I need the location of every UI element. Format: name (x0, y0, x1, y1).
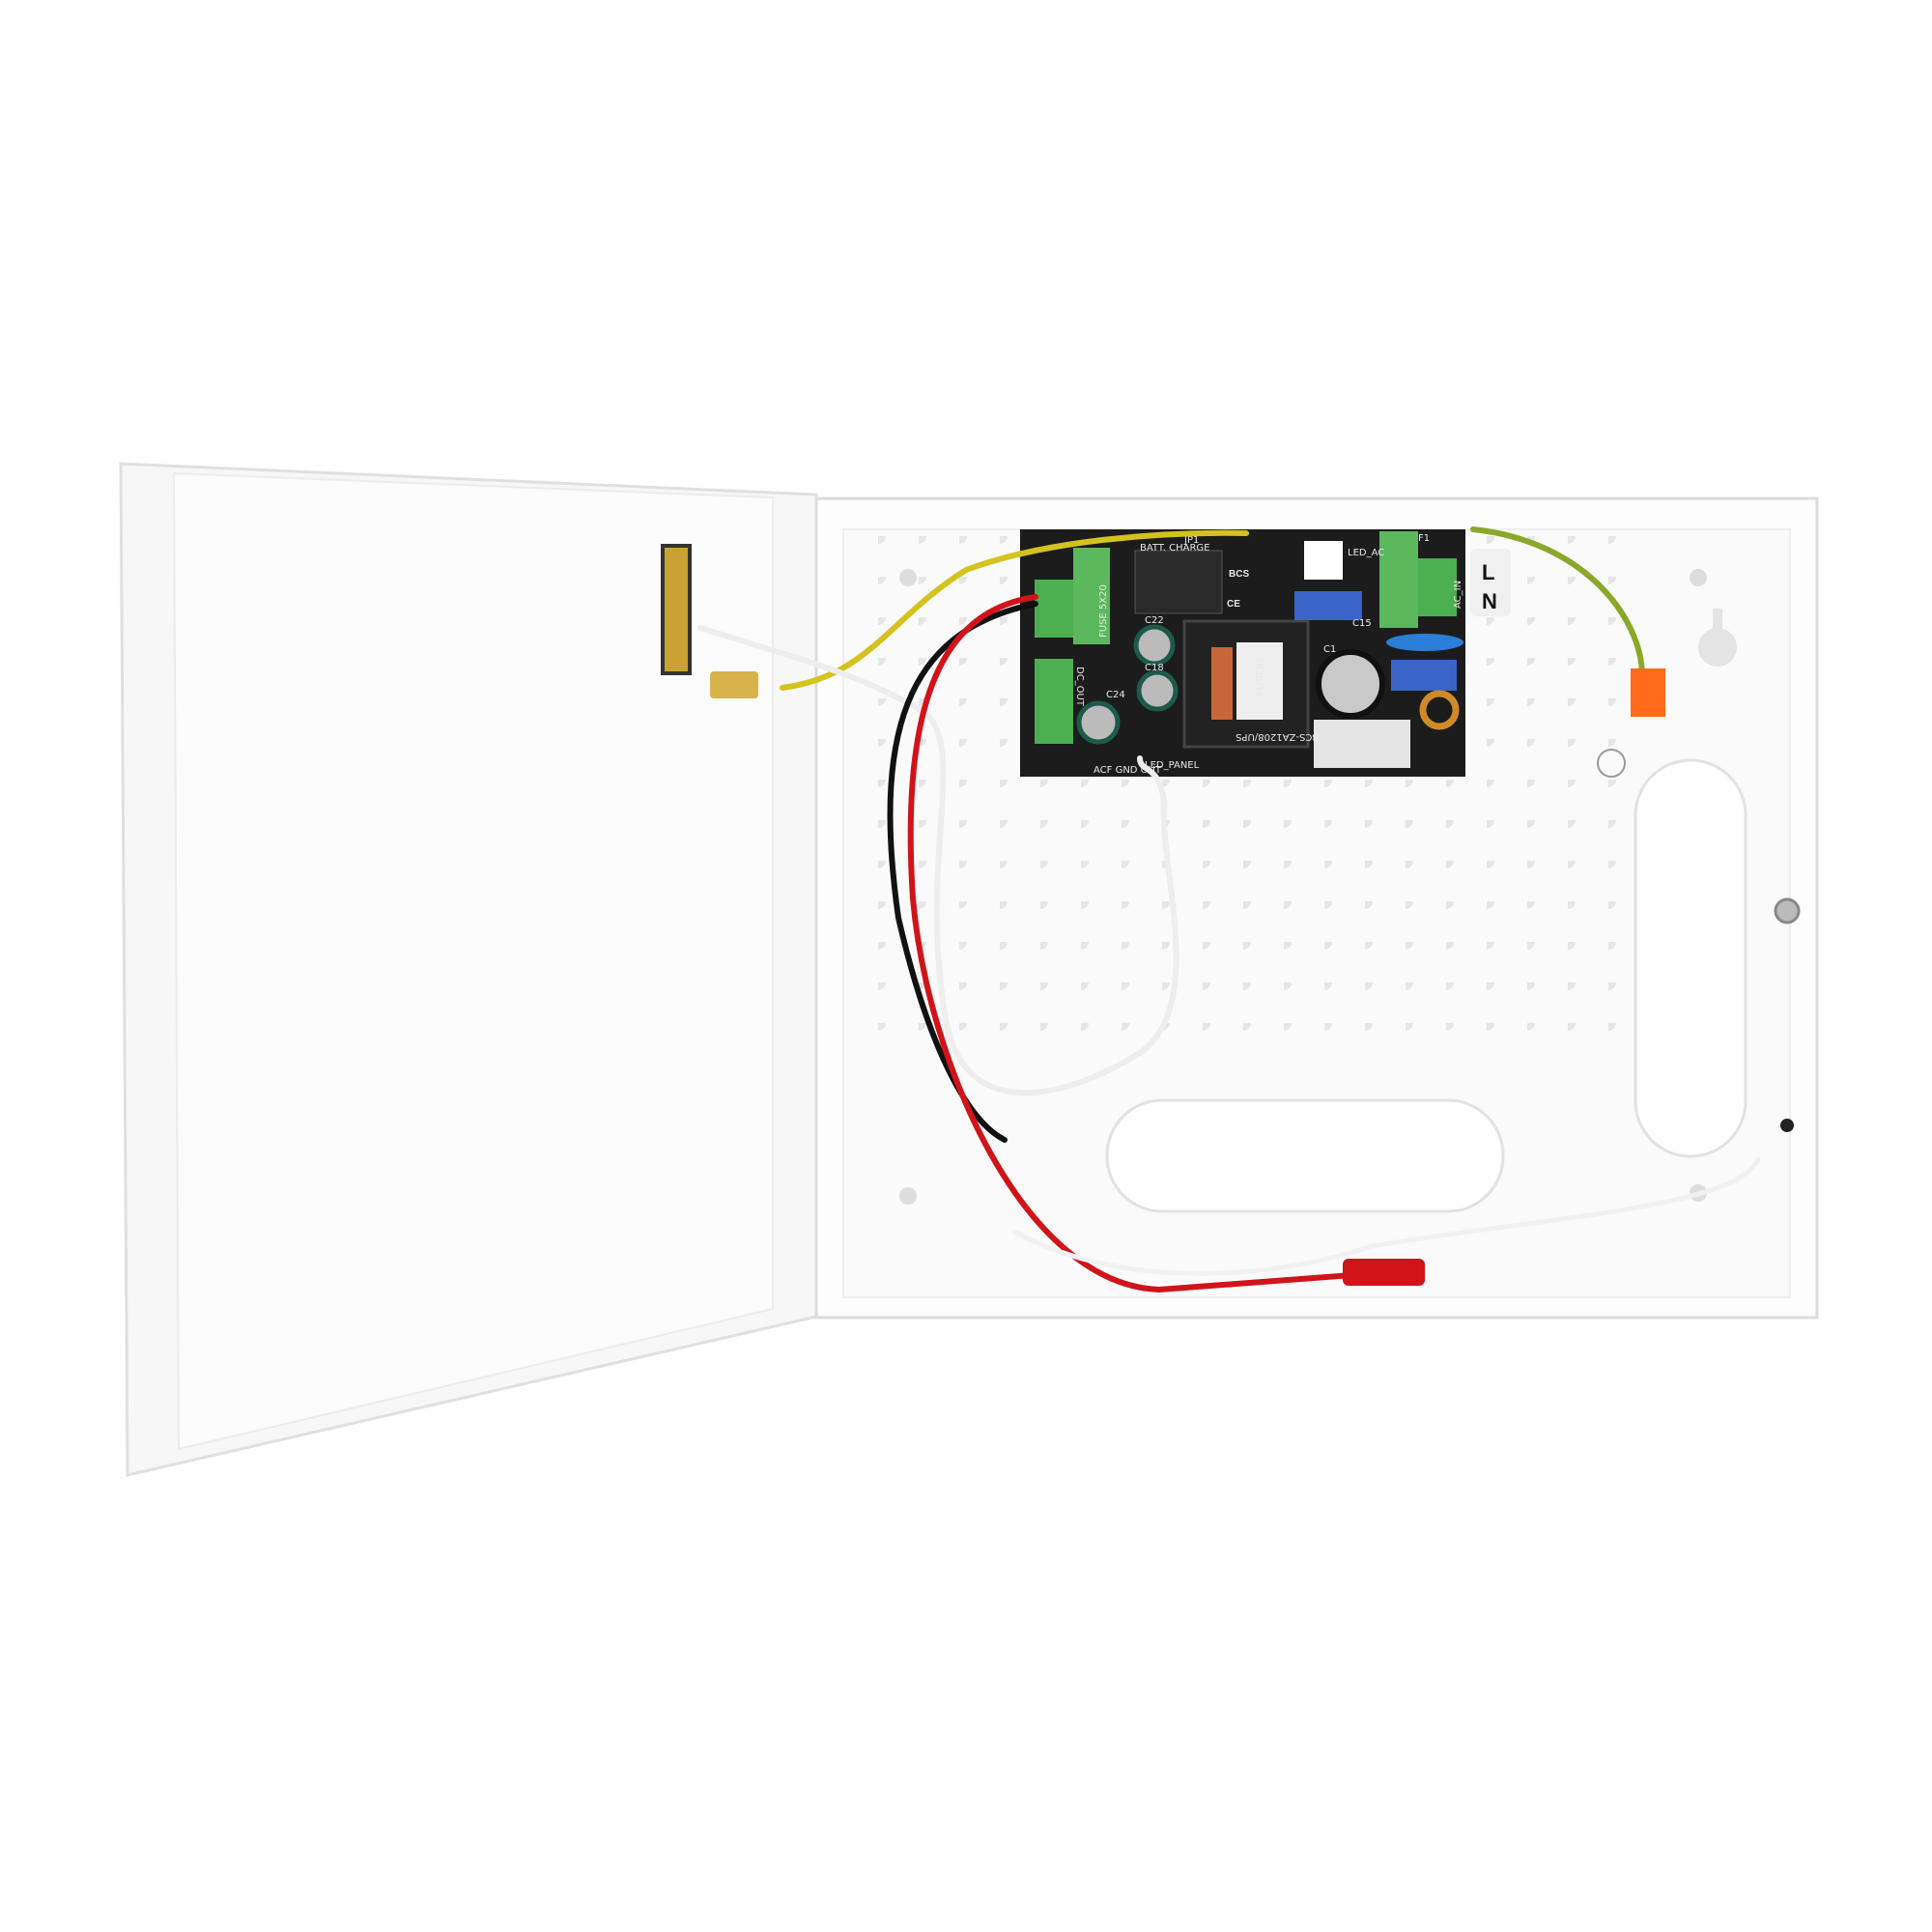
qr-code (1304, 541, 1343, 580)
fuse-holder-ac (1379, 531, 1418, 628)
cap-label: C24 (1106, 690, 1125, 700)
power-supply-board: BCS CE BATT. CHARGE JP1 LED_AC AC_IN DC_… (1020, 529, 1465, 777)
white-wire (1011, 1156, 1761, 1276)
enclosure-door[interactable] (119, 462, 818, 1477)
jumper-label: JP1 (1183, 535, 1199, 546)
door-connector (710, 671, 758, 698)
ground-wire-right (1470, 526, 1645, 679)
ac-in-terminal[interactable] (1418, 558, 1457, 616)
mains-label: L N (1470, 549, 1511, 616)
transformer-label: TR30/14 (1253, 656, 1264, 697)
tamper-switch[interactable] (1774, 897, 1801, 924)
led-panel-label: LED_PANEL (1145, 760, 1200, 771)
model-label: BCS-ZA1208/UPS (1236, 731, 1319, 742)
dc-out-label: DC_OUT (1074, 667, 1085, 707)
battery-red-wire (907, 594, 1355, 1293)
cap-label: C15 (1352, 618, 1372, 629)
cable-slot-right (1634, 758, 1747, 1158)
brand-logo: BCS (1229, 569, 1249, 580)
cable-slot-bottom (1105, 1098, 1505, 1213)
heatsink (1134, 550, 1223, 614)
keyhole-mount (1697, 609, 1737, 667)
ground-wire (780, 529, 1249, 691)
screw (1780, 1119, 1794, 1132)
ac-in-label: AC_IN (1453, 581, 1463, 609)
capacitor (1316, 649, 1385, 719)
fuse-ref-label: F1 (1418, 533, 1430, 544)
batt-charge-label: BATT. CHARGE (1140, 543, 1210, 554)
wiring (697, 526, 1761, 1293)
con3-label: ACF GND OUT (1094, 765, 1162, 776)
fuse-holder (1073, 548, 1110, 644)
ground-connector (1631, 668, 1665, 717)
led-ac-label: LED_AC (1348, 548, 1384, 558)
tamper-wire (697, 625, 1179, 1096)
battery-connector (1343, 1259, 1425, 1286)
transformer (1182, 619, 1310, 749)
fuse-label: FUSE 5X20 (1098, 584, 1109, 638)
cap-label: C1 (1323, 644, 1336, 655)
dc-out-terminal[interactable] (1035, 659, 1073, 744)
tamper-magnet (661, 544, 692, 675)
line-label: L (1482, 560, 1494, 584)
neutral-label: N (1482, 589, 1497, 613)
mount-hole (1690, 569, 1707, 586)
battery-terminal[interactable] (1035, 580, 1073, 638)
ground-symbol-icon (1597, 749, 1626, 778)
enclosure-body (814, 497, 1819, 1320)
mount-hole (899, 1187, 917, 1205)
ce-mark: CE (1227, 599, 1240, 610)
cap-label: C22 (1145, 615, 1164, 626)
mount-hole (899, 569, 917, 586)
cap-label: C18 (1145, 663, 1164, 673)
